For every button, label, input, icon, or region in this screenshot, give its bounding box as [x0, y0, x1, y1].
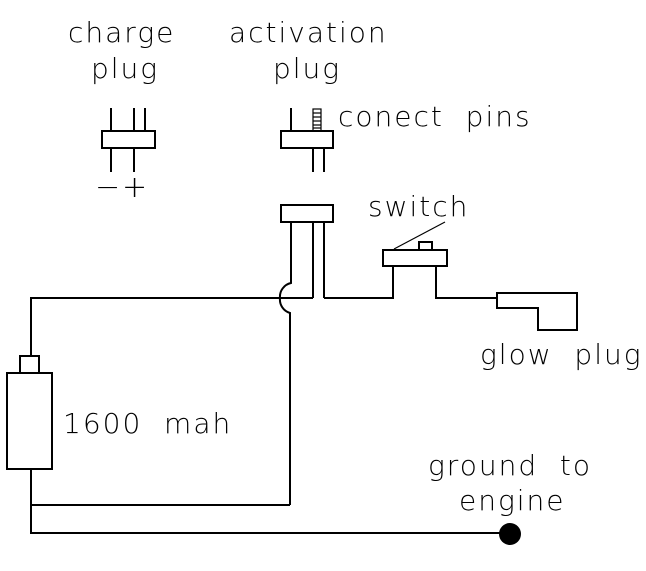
- glow-plug-label: glow plug: [480, 338, 643, 371]
- wire-socket-to-battery-ground: [278, 222, 292, 505]
- charge-plug-label-line1: charge: [68, 16, 175, 49]
- battery-terminal: [19, 355, 40, 374]
- connect-pins-label: conect pins: [338, 100, 532, 133]
- switch-body: [382, 249, 448, 267]
- activation-plug-body: [280, 130, 334, 149]
- charge-plug-body: [101, 130, 156, 149]
- activation-plug-label-line2: plug: [273, 52, 341, 85]
- battery-capacity-label: 1600 mah: [63, 407, 232, 440]
- battery-body: [6, 372, 53, 470]
- ground-terminal-dot: [499, 523, 521, 545]
- glow-plug: [496, 292, 578, 331]
- switch: [382, 221, 448, 267]
- wire-battery-positive: [30, 297, 313, 356]
- polarity-minus-label: −: [95, 170, 122, 205]
- ground-label-line2: engine: [459, 484, 566, 517]
- charge-plug-label-line2: plug: [91, 52, 159, 85]
- activation-plug: [280, 108, 334, 172]
- activation-socket: [280, 204, 334, 223]
- wire-battery-negative-to-ground: [30, 469, 510, 534]
- polarity-plus-label: +: [122, 170, 149, 205]
- switch-button: [418, 241, 433, 251]
- switch-label-leader: [393, 221, 446, 250]
- activation-plug-label-line1: activation: [229, 16, 388, 49]
- charge-plug: [101, 108, 156, 172]
- wire-switch-to-glow-plug: [435, 266, 497, 299]
- ground-label-line1: ground to: [428, 449, 592, 482]
- switch-label: switch: [368, 190, 469, 223]
- wire-to-switch: [324, 266, 394, 299]
- battery: [6, 355, 53, 470]
